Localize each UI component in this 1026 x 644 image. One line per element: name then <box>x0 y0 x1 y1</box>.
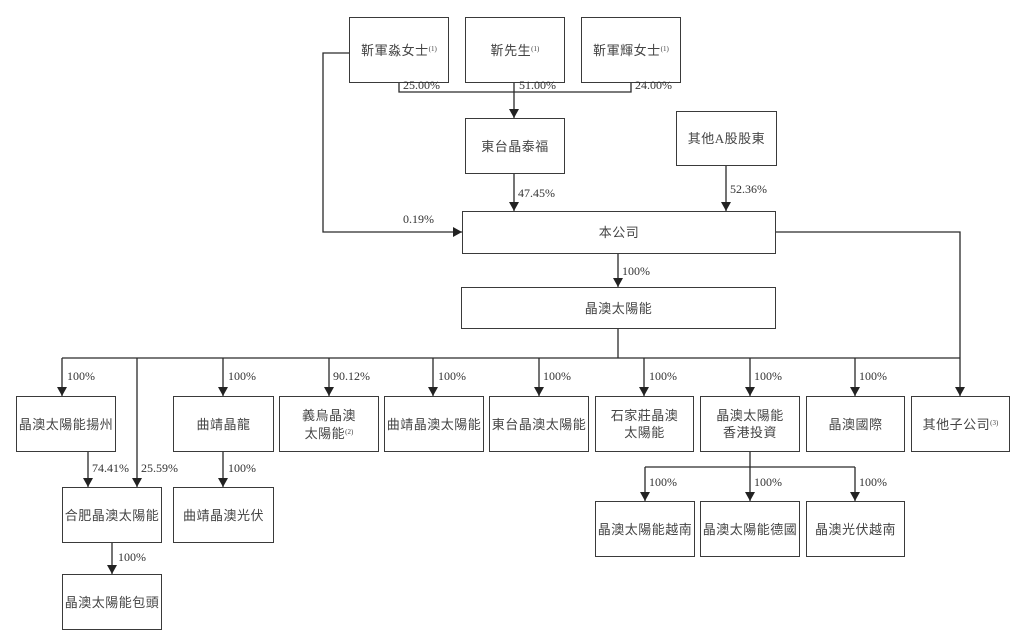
node-ja-yangzhou: 晶澳太陽能揚州 <box>16 396 116 452</box>
node-label-line2: 太陽能 <box>304 425 346 441</box>
node-label-line2: 太陽能 <box>624 425 665 440</box>
pct-to-dongtai-ja-solar: 100% <box>543 369 571 383</box>
pct-to-qujing-jinglong: 100% <box>228 369 256 383</box>
node-label: 其他子公司 <box>922 417 991 432</box>
node-label: 曲靖晶澳太陽能 <box>386 416 482 432</box>
pct-hk-to-pv-vietnam: 100% <box>859 475 887 489</box>
arrow-jin-junmiao-to-company <box>322 52 462 237</box>
pct-company-to-ja-solar: 100% <box>622 264 650 278</box>
node-ja-pv-vietnam: 晶澳光伏越南 <box>806 501 905 557</box>
node-jin-junmiao: 靳軍淼女士(1) <box>349 17 449 83</box>
pct-to-international: 100% <box>859 369 887 383</box>
node-label: 靳軍淼女士 <box>361 43 429 58</box>
node-label: 東台晶泰福 <box>481 138 549 154</box>
pct-other-a-to-company: 52.36% <box>730 182 767 196</box>
node-other-subsidiaries: 其他子公司(3) <box>911 396 1010 452</box>
node-label: 東台晶澳太陽能 <box>491 416 587 432</box>
node-ja-international: 晶澳國際 <box>806 396 905 452</box>
node-ja-baotou: 晶澳太陽能包頭 <box>62 574 162 630</box>
pct-to-qujing-ja-solar: 100% <box>438 369 466 383</box>
node-qujing-ja-pv: 曲靖晶澳光伏 <box>173 487 274 543</box>
node-qujing-ja-solar: 曲靖晶澳太陽能 <box>384 396 484 452</box>
node-label: 晶澳太陽能揚州 <box>18 416 114 432</box>
node-label: 靳先生 <box>490 43 532 58</box>
node-label: 晶澳太陽能包頭 <box>64 594 160 610</box>
node-label: 本公司 <box>598 225 640 240</box>
pct-jin-junmiao-to-jingtaifu: 25.00% <box>403 78 440 92</box>
pct-to-yiwu: 90.12% <box>333 369 370 383</box>
footnote-ref: (1) <box>531 45 540 53</box>
node-yiwu-ja: 義烏晶澳 太陽能(2) <box>279 396 379 452</box>
node-label: 晶澳太陽能德國 <box>702 521 798 537</box>
pct-ja-solar-to-hefei: 25.59% <box>141 461 178 475</box>
pct-jingtaifu-to-company: 47.45% <box>518 186 555 200</box>
node-label-line1: 晶澳太陽能 <box>716 408 784 423</box>
pct-to-hk-invest: 100% <box>754 369 782 383</box>
node-other-a-shareholders: 其他A股股東 <box>676 111 777 166</box>
node-label: 晶澳太陽能 <box>584 300 653 316</box>
node-hefei-ja: 合肥晶澳太陽能 <box>62 487 162 543</box>
node-qujing-jinglong: 曲靖晶龍 <box>173 396 274 452</box>
node-label: 晶澳光伏越南 <box>814 521 896 537</box>
pct-jin-junmiao-to-company: 0.19% <box>403 212 434 226</box>
pct-hk-to-vietnam: 100% <box>649 475 677 489</box>
node-shijiazhuang-ja: 石家莊晶澳 太陽能 <box>595 396 694 452</box>
node-dongtai-ja-solar: 東台晶澳太陽能 <box>489 396 589 452</box>
node-label-line1: 石家莊晶澳 <box>610 408 679 423</box>
pct-yangzhou-to-hefei: 74.41% <box>92 461 129 475</box>
connector-jin-junmiao-bracket <box>398 82 632 93</box>
node-label: 曲靖晶澳光伏 <box>182 507 264 523</box>
footnote-ref: (1) <box>660 45 669 53</box>
node-label-line2: 香港投資 <box>722 425 777 440</box>
node-ja-vietnam: 晶澳太陽能越南 <box>595 501 695 557</box>
footnote-ref: (2) <box>345 427 354 436</box>
node-label: 其他A股股東 <box>687 131 766 146</box>
pct-to-yangzhou: 100% <box>67 369 95 383</box>
node-label-line1: 義烏晶澳 <box>301 407 356 423</box>
node-ja-solar: 晶澳太陽能 <box>461 287 776 329</box>
arrow-company-to-other-subsidiaries <box>775 231 965 396</box>
node-ja-germany: 晶澳太陽能德國 <box>700 501 800 557</box>
pct-jin-junhui-to-jingtaifu: 24.00% <box>635 78 672 92</box>
node-label: 曲靖晶龍 <box>196 416 251 432</box>
pct-hk-to-germany: 100% <box>754 475 782 489</box>
node-dongtai-jingtaifu: 東台晶泰福 <box>465 118 565 174</box>
pct-qujing-jinglong-to-pv: 100% <box>228 461 256 475</box>
pct-to-shijiazhuang: 100% <box>649 369 677 383</box>
node-label: 靳軍輝女士 <box>593 43 661 58</box>
node-jin-junhui: 靳軍輝女士(1) <box>581 17 681 83</box>
node-ja-hk-invest: 晶澳太陽能 香港投資 <box>700 396 800 452</box>
footnote-ref: (1) <box>428 45 437 53</box>
node-label: 晶澳國際 <box>828 416 883 432</box>
node-company: 本公司 <box>462 211 776 254</box>
node-label: 合肥晶澳太陽能 <box>64 507 160 523</box>
node-label: 晶澳太陽能越南 <box>597 521 693 537</box>
pct-jin-xiansheng-to-jingtaifu: 51.00% <box>519 78 556 92</box>
pct-hefei-to-baotou: 100% <box>118 550 146 564</box>
footnote-ref: (3) <box>990 419 999 427</box>
node-jin-xiansheng: 靳先生(1) <box>465 17 565 83</box>
